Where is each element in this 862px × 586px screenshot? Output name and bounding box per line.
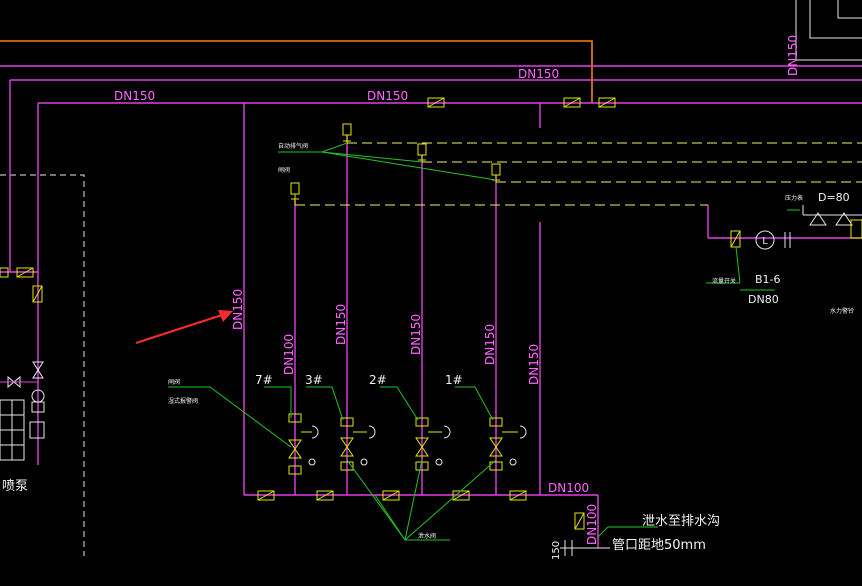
small-annotation-labels: 自动排气阀 闸阀 闸阀 湿式报警阀 泄水阀 流量开关 压力表 水力警铃: [168, 142, 854, 540]
exhaust-valve-2: [417, 143, 427, 162]
valve-symbol: [730, 230, 741, 248]
pump-valve-icon: [32, 369, 44, 379]
exhaust-valves: [290, 123, 501, 205]
label-dn150-left: DN150: [114, 89, 155, 103]
label-dn80: DN80: [748, 293, 779, 306]
valve-symbol: [574, 512, 585, 530]
label-riser-1: 1#: [445, 373, 463, 387]
pump-room-boundary: [0, 174, 85, 556]
label-flow-switch: 流量开关: [712, 277, 736, 285]
alarm-valve-groups: [288, 413, 527, 475]
riser-number-labels: 7# 3# 2# 1#: [255, 373, 463, 387]
alarm-valve-group-3: [340, 417, 376, 471]
valve-symbol: [316, 490, 334, 501]
orange-pipe: [0, 40, 593, 103]
valve-symbol: [509, 490, 527, 501]
label-riser-2: 2#: [369, 373, 387, 387]
label-dn150-top: DN150: [518, 67, 559, 81]
dimension-150: [560, 540, 610, 556]
pump-room-equipment: [0, 361, 45, 461]
pipe-labels: DN150 DN150 DN150 DN150 DN150 DN100 DN15…: [114, 35, 800, 545]
label-dn100-riser7: DN100: [282, 334, 296, 375]
note-labels: 喷泵 泄水至排水沟 管口距地50mm 150 B1-6 DN80 D=80: [2, 191, 850, 560]
label-dn150-riser3: DN150: [334, 304, 348, 345]
svg-text:L: L: [762, 236, 768, 247]
label-dn150-riser2: DN150: [409, 314, 423, 355]
valve-symbol: [0, 267, 9, 278]
callout-arrow: [135, 310, 233, 344]
alarm-valve-group-2: [415, 417, 451, 471]
alarm-valve-group-1: [489, 417, 527, 471]
label-alarm-valve-a: 闸阀: [168, 378, 180, 386]
main-pipes: [0, 65, 862, 548]
label-dn150-main-vertical: DN150: [231, 289, 245, 330]
label-dn150-mid: DN150: [367, 89, 408, 103]
valve-symbol: [16, 267, 34, 278]
valve-symbol: [32, 285, 43, 303]
flow-meter-icon: [755, 230, 775, 250]
pump-valve-icon: [32, 361, 44, 371]
check-valve-icon: [809, 212, 827, 226]
valve-symbol: [563, 97, 581, 108]
top-right-equipment-outline: [795, 0, 862, 61]
signal-lines: [295, 142, 862, 206]
alarm-valve-group-7: [288, 413, 319, 475]
label-drain-note-1: 泄水至排水沟: [642, 514, 720, 529]
label-dn150-riser-right: DN150: [527, 344, 541, 385]
exhaust-valve-7: [290, 182, 300, 205]
label-drain-valve: 泄水阀: [418, 532, 436, 540]
valve-symbol: [382, 490, 400, 501]
label-riser-3: 3#: [305, 373, 323, 387]
check-valve-icon: [835, 212, 853, 226]
label-reducer: 水力警铃: [830, 307, 854, 315]
label-drain-note-2: 管口距地50mm: [612, 538, 706, 553]
label-exhaust-valve: 自动排气阀: [278, 142, 308, 150]
valve-symbol: [598, 97, 616, 108]
label-riser-7: 7#: [255, 373, 273, 387]
leader-lines: [168, 142, 800, 541]
right-equipment: L: [755, 205, 862, 250]
label-gate-valve: 闸阀: [278, 166, 290, 174]
label-pressure: 压力表: [785, 194, 803, 202]
valve-symbol: [257, 490, 275, 501]
label-d80: D=80: [818, 191, 850, 204]
label-alarm-valve-b: 湿式报警阀: [168, 397, 198, 405]
label-dn150-riser1: DN150: [483, 324, 497, 365]
label-dn150-vertical-top: DN150: [786, 35, 800, 76]
exhaust-valve-3: [342, 123, 352, 143]
label-dim-150: 150: [551, 541, 562, 560]
label-dn100-drain: DN100: [548, 481, 589, 495]
label-dn100-drain-vertical: DN100: [585, 504, 599, 545]
inline-valve-symbols: [0, 97, 741, 530]
valve-symbol: [427, 97, 445, 108]
label-pump: 喷泵: [2, 479, 28, 494]
label-b1-6: B1-6: [755, 273, 781, 286]
